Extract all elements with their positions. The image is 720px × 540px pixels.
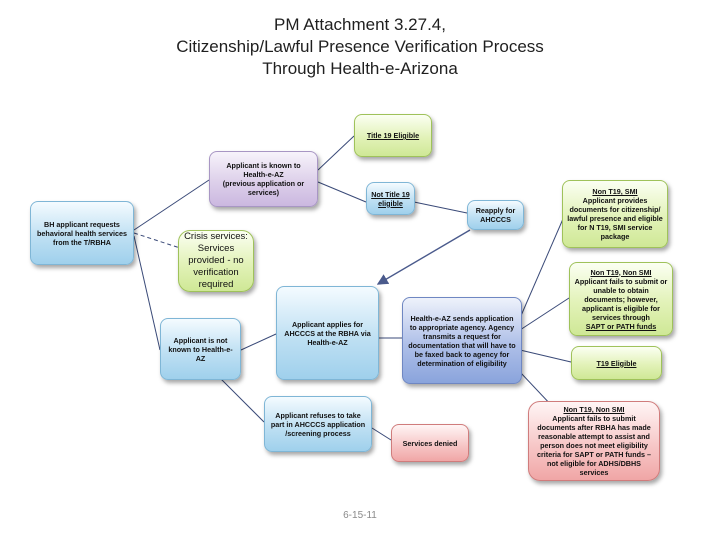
title-line-3: Through Health-e-Arizona [262, 59, 458, 78]
outcome-smi-heading: Non T19, SMI [592, 187, 638, 196]
outcome-nonsmi-heading: Non T19, Non SMI [590, 267, 652, 277]
edge-notknown-applies [240, 333, 277, 351]
edge-request-known [133, 179, 210, 231]
services-denied-label: Services denied [402, 438, 458, 448]
outcome-t19-node: T19 Eligible [571, 346, 662, 380]
edge-hea-out3 [519, 349, 572, 363]
edge-refuses-denied [371, 427, 392, 441]
edge-known-title19 [317, 135, 355, 171]
title19-eligible-label: Title 19 Eligible [366, 131, 420, 140]
edge-known-nott19 [317, 181, 367, 203]
outcome-t19-label: T19 Eligible [596, 358, 637, 368]
title19-eligible-node: Title 19 Eligible [354, 114, 432, 157]
outcome-not-eligible-node: Non T19, Non SMI Applicant fails to subm… [528, 401, 660, 481]
not-known-label: Applicant is not known to Health-e-AZ [168, 335, 233, 363]
outcome-not-eligible-body: Applicant fails to submit documents afte… [537, 414, 651, 477]
outcome-nonsmi-eligible-node: Non T19, Non SMI Applicant fails to subm… [569, 262, 673, 336]
refuses-label: Applicant refuses to take part in AHCCCS… [270, 410, 366, 438]
reapply-label: Reapply for AHCCCS [475, 206, 516, 224]
title-line-1: PM Attachment 3.27.4, [274, 15, 446, 34]
bh-request-label: BH applicant requests behavioral health … [37, 219, 127, 247]
not-title19-label: Not Title 19 eligible [371, 189, 410, 208]
edge-nott19-reapply [413, 201, 468, 214]
outcome-nonsmi-body: Applicant fails to submit or unable to o… [574, 276, 668, 322]
applies-label: Applicant applies for AHCCCS at the RBHA… [284, 319, 371, 347]
known-label: Applicant is known to Health-e-AZ [226, 161, 301, 179]
hea-sends-node: Health-e-AZ sends application to appropr… [402, 297, 522, 384]
outcome-smi-body: Applicant provides documents for citizen… [567, 196, 663, 241]
crisis-label: Crisis services: Services provided - no … [184, 231, 248, 290]
known-sublabel: (previous application or services) [222, 179, 305, 197]
applies-node: Applicant applies for AHCCCS at the RBHA… [276, 286, 379, 380]
edge-notknown-refuses [217, 375, 265, 423]
edge-request-notknown [133, 235, 161, 351]
crisis-services-node: Crisis services: Services provided - no … [178, 230, 254, 292]
edge-hea-out1 [519, 211, 567, 319]
not-known-node: Applicant is not known to Health-e-AZ [160, 318, 241, 380]
services-denied-node: Services denied [391, 424, 469, 462]
not-title19-node: Not Title 19 eligible [366, 182, 415, 215]
title-line-2: Citizenship/Lawful Presence Verification… [176, 37, 544, 56]
hea-sends-label: Health-e-AZ sends application to appropr… [408, 313, 516, 368]
refuses-node: Applicant refuses to take part in AHCCCS… [264, 396, 372, 452]
outcome-not-eligible-heading: Non T19, Non SMI [563, 405, 625, 414]
bh-request-node: BH applicant requests behavioral health … [30, 201, 134, 265]
outcome-smi-node: Non T19, SMI Applicant provides document… [562, 180, 668, 248]
known-to-hea-node: Applicant is known to Health-e-AZ (previ… [209, 151, 318, 207]
page-title: PM Attachment 3.27.4, Citizenship/Lawful… [0, 14, 720, 80]
edge-request-crisis [133, 232, 181, 249]
outcome-nonsmi-funds: SAPT or PATH funds [585, 321, 657, 331]
reapply-node: Reapply for AHCCCS [467, 200, 524, 230]
edge-hea-out2 [519, 297, 570, 331]
edge-reapply-applies-arrow [376, 229, 471, 285]
footer-date: 6-15-11 [343, 510, 377, 521]
